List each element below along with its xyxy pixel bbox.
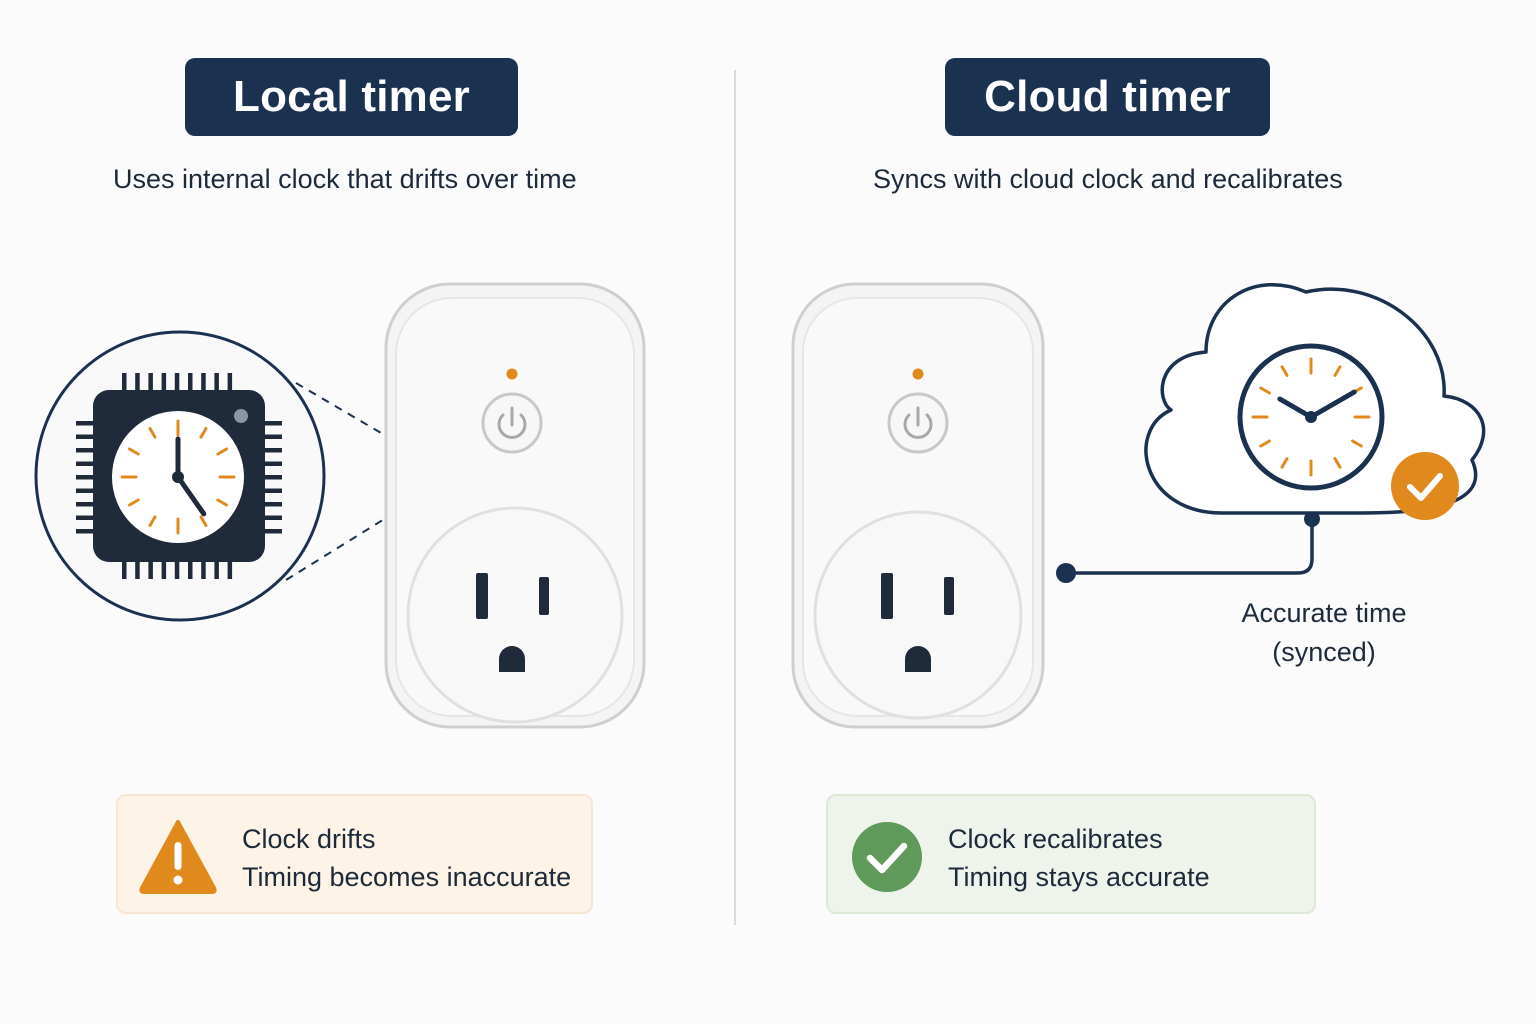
- hour-hand: [1277, 396, 1314, 420]
- local-status-line-1: Clock drifts: [242, 824, 376, 854]
- status-led-icon: [506, 368, 518, 380]
- local-timer-panel: Local timer Uses internal clock that dri…: [0, 0, 734, 1024]
- smart-plug-local: [384, 282, 646, 729]
- sync-connection-line: [1056, 511, 1320, 583]
- accurate-time-label: Accurate time (synced): [1196, 594, 1452, 672]
- cloud-timer-subtitle: Syncs with cloud clock and recalibrates: [873, 164, 1343, 194]
- internal-clock-icon: [112, 411, 244, 543]
- power-button-icon: [481, 392, 543, 454]
- cloud-timer-title: Cloud timer: [945, 58, 1270, 136]
- local-status-line-2: Timing becomes inaccurate: [242, 862, 572, 892]
- local-status-text: Clock drifts Timing becomes inaccurate: [242, 820, 571, 896]
- outlet-socket-icon: [406, 506, 624, 724]
- local-timer-illustration: [34, 282, 646, 729]
- minute-hand: [175, 474, 207, 517]
- local-status-box: Clock drifts Timing becomes inaccurate: [116, 794, 593, 914]
- accurate-time-line-1: Accurate time: [1241, 598, 1407, 628]
- cloud-status-text: Clock recalibrates Timing stays accurate: [948, 820, 1210, 896]
- cloud-status-box: Clock recalibrates Timing stays accurate: [826, 794, 1316, 914]
- cloud-timer-illustration: [791, 282, 1486, 729]
- outlet-socket-icon: [813, 510, 1023, 720]
- status-led-icon: [912, 368, 924, 380]
- local-timer-subtitle: Uses internal clock that drifts over tim…: [113, 164, 577, 194]
- center-divider: [734, 70, 736, 925]
- power-button-icon: [887, 392, 949, 454]
- cloud-clock-icon: [1237, 343, 1385, 491]
- sync-check-badge-icon: [1391, 452, 1459, 520]
- checkmark-circle-icon: [852, 822, 922, 892]
- smart-plug-cloud: [791, 282, 1045, 729]
- cloud-status-line-2: Timing stays accurate: [948, 862, 1210, 892]
- minute-hand: [1308, 389, 1357, 420]
- chip-pins: [76, 373, 282, 579]
- warning-triangle-icon: [139, 820, 217, 894]
- cloud-timer-panel: Cloud timer Syncs with cloud clock and r…: [736, 0, 1536, 1024]
- accurate-time-line-2: (synced): [1272, 637, 1376, 667]
- local-timer-title: Local timer: [185, 58, 518, 136]
- cloud-status-line-1: Clock recalibrates: [948, 824, 1163, 854]
